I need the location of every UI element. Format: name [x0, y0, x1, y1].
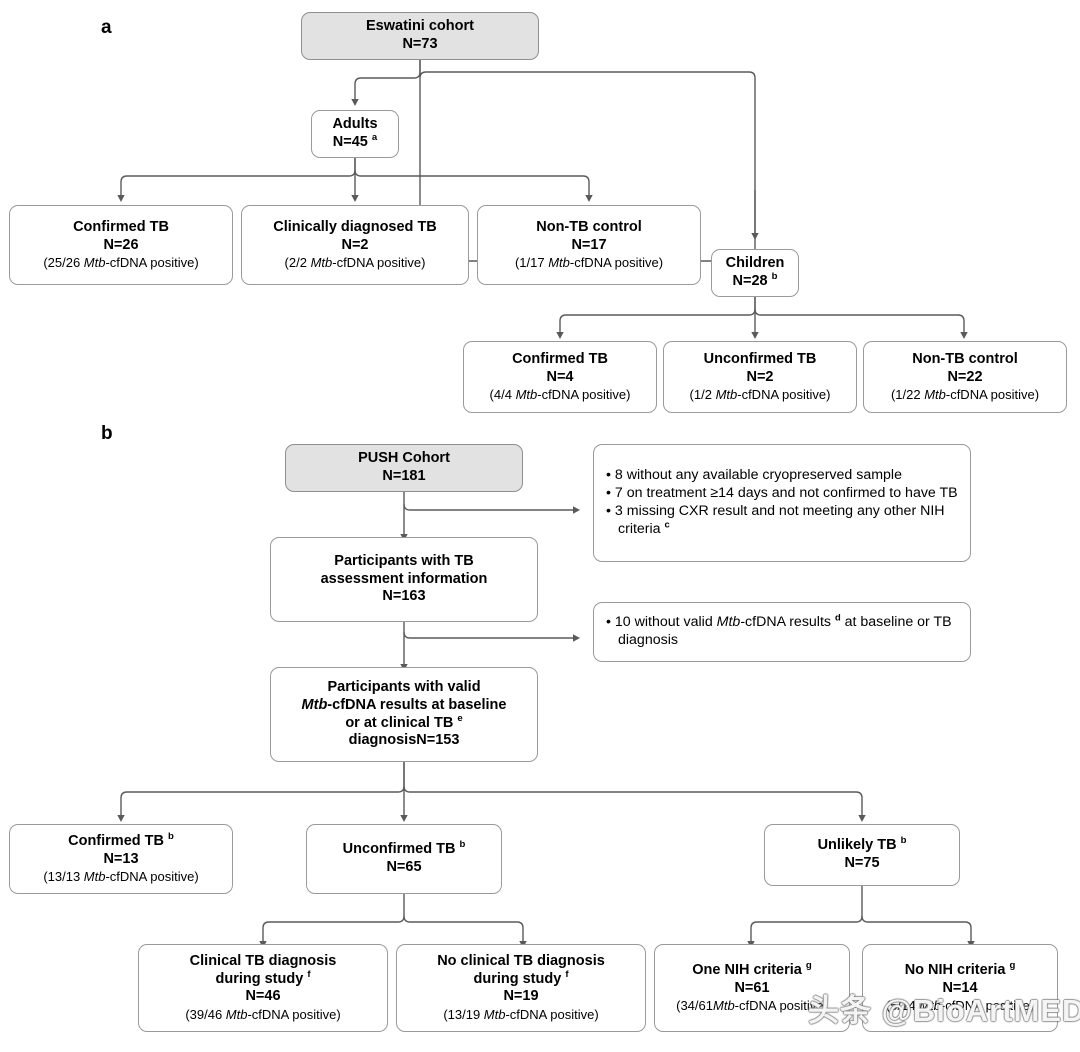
node-no-nih-criteria[interactable]: No NIH criteria g N=14 (5/14 Mtb-cfDNA p…	[862, 944, 1058, 1032]
node-eswatini-cohort[interactable]: Eswatini cohort N=73	[301, 12, 539, 60]
node-participants-tb-assessment[interactable]: Participants with TB assessment informat…	[270, 537, 538, 622]
node-positive-rate: (5/14 Mtb-cfDNA positive)	[885, 998, 1035, 1014]
footnote-marker: g	[805, 960, 812, 972]
node-title: Confirmed TB	[73, 218, 169, 235]
node-title: No NIH criteria g	[904, 960, 1016, 978]
footnote-marker: b	[168, 831, 174, 843]
footnote-marker: b	[771, 271, 778, 283]
node-title-line-1: Participants with TB	[334, 552, 474, 569]
node-title: Clinically diagnosed TB	[273, 218, 437, 235]
node-title-line-1: Participants with valid	[327, 679, 481, 696]
footnote-marker: e	[457, 712, 463, 724]
node-title: One NIH criteria g	[692, 960, 812, 978]
footnote-marker: d	[834, 612, 841, 623]
node-title: Confirmed TB b	[68, 831, 174, 849]
node-positive-rate: (4/4 Mtb-cfDNA positive)	[489, 387, 631, 403]
node-child-unconfirmed-tb[interactable]: Unconfirmed TB N=2 (1/2 Mtb-cfDNA positi…	[663, 341, 857, 413]
node-participants-valid-cfdna[interactable]: Participants with valid Mtb-cfDNA result…	[270, 667, 538, 762]
node-count: N=22	[947, 368, 983, 385]
exclusion-box-2: 10 without valid Mtb-cfDNA results d at …	[593, 602, 971, 662]
panel-label-a: a	[101, 17, 112, 38]
node-adult-confirmed-tb[interactable]: Confirmed TB N=26 (25/26 Mtb-cfDNA posit…	[9, 205, 233, 285]
node-push-cohort[interactable]: PUSH Cohort N=181	[285, 444, 523, 492]
node-no-clinical-tb-diagnosis-during-study[interactable]: No clinical TB diagnosis during study f …	[396, 944, 646, 1032]
node-count: N=45 a	[332, 132, 378, 150]
node-title-line-1: Clinical TB diagnosis	[189, 953, 337, 970]
panel-label-b: b	[101, 423, 113, 444]
node-positive-rate: (1/17 Mtb-cfDNA positive)	[514, 255, 664, 271]
node-count: diagnosisN=153	[348, 732, 460, 749]
node-positive-rate: (13/13 Mtb-cfDNA positive)	[43, 869, 199, 885]
node-title-line-2: during study f	[215, 968, 311, 987]
node-title: Unconfirmed TB b	[342, 839, 466, 858]
node-count: N=26	[103, 236, 139, 253]
exclusion-item: 10 without valid Mtb-cfDNA results d at …	[606, 612, 960, 650]
node-title-line-2: assessment information	[320, 570, 488, 587]
node-title-line-3: or at clinical TB e	[345, 712, 463, 731]
node-title: Unconfirmed TB	[703, 350, 817, 367]
footnote-marker: b	[459, 839, 466, 851]
node-count: N=75	[844, 855, 880, 871]
footnote-marker: g	[1009, 960, 1016, 972]
node-count: N=14	[942, 979, 978, 996]
footnote-marker: a	[371, 132, 378, 144]
node-count: N=13	[103, 850, 139, 867]
node-title-line-1: No clinical TB diagnosis	[437, 953, 605, 970]
node-outcome-unlikely-tb[interactable]: Unlikely TB b N=75	[764, 824, 960, 886]
node-child-non-tb-control[interactable]: Non-TB control N=22 (1/22 Mtb-cfDNA posi…	[863, 341, 1067, 413]
node-title: Non-TB control	[912, 350, 1018, 367]
node-positive-rate: (25/26 Mtb-cfDNA positive)	[43, 255, 199, 271]
node-count: N=17	[571, 236, 607, 253]
node-title: Unlikely TB b	[817, 835, 907, 854]
node-count: N=65	[386, 859, 422, 875]
node-positive-rate: (2/2 Mtb-cfDNA positive)	[284, 255, 426, 271]
footnote-marker: f	[565, 968, 569, 980]
exclusion-item: 3 missing CXR result and not meeting any…	[606, 503, 960, 539]
node-count: N=2	[341, 236, 369, 253]
node-positive-rate: (1/2 Mtb-cfDNA positive)	[689, 387, 831, 403]
node-title: Children	[725, 255, 785, 272]
node-adult-non-tb-control[interactable]: Non-TB control N=17 (1/17 Mtb-cfDNA posi…	[477, 205, 701, 285]
exclusion-item: 7 on treatment ≥14 days and not confirme…	[606, 485, 960, 503]
node-title: Non-TB control	[536, 218, 642, 235]
footnote-marker: c	[664, 519, 670, 530]
node-title-line-2: Mtb-cfDNA results at baseline	[301, 696, 507, 713]
node-title: PUSH Cohort	[358, 450, 450, 467]
node-count: N=2	[746, 368, 774, 385]
node-count: N=28 b	[732, 271, 778, 289]
node-count: N=73	[402, 36, 438, 52]
node-positive-rate: (13/19 Mtb-cfDNA positive)	[443, 1007, 599, 1023]
node-positive-rate: (34/61Mtb-cfDNA positive)	[676, 998, 828, 1014]
node-outcome-unconfirmed-tb[interactable]: Unconfirmed TB b N=65	[306, 824, 502, 894]
node-adult-clinically-diagnosed-tb[interactable]: Clinically diagnosed TB N=2 (2/2 Mtb-cfD…	[241, 205, 469, 285]
footnote-marker: f	[307, 968, 311, 980]
node-title-line-2: during study f	[473, 968, 569, 987]
footnote-marker: b	[900, 835, 907, 847]
node-adults[interactable]: Adults N=45 a	[311, 110, 399, 158]
node-children[interactable]: Children N=28 b	[711, 249, 799, 297]
node-title: Eswatini cohort	[366, 18, 474, 35]
node-count: N=181	[382, 468, 426, 484]
node-count: N=163	[382, 588, 426, 605]
node-count: N=46	[245, 988, 281, 1005]
node-one-nih-criteria[interactable]: One NIH criteria g N=61 (34/61Mtb-cfDNA …	[654, 944, 850, 1032]
node-title: Adults	[332, 116, 378, 133]
node-child-confirmed-tb[interactable]: Confirmed TB N=4 (4/4 Mtb-cfDNA positive…	[463, 341, 657, 413]
node-count: N=19	[503, 988, 539, 1005]
node-title: Confirmed TB	[512, 350, 608, 367]
exclusion-item: 8 without any available cryopreserved sa…	[606, 467, 960, 485]
node-positive-rate: (1/22 Mtb-cfDNA positive)	[890, 387, 1040, 403]
node-count: N=4	[546, 368, 574, 385]
node-positive-rate: (39/46 Mtb-cfDNA positive)	[185, 1007, 341, 1023]
exclusion-box-1: 8 without any available cryopreserved sa…	[593, 444, 971, 562]
node-outcome-confirmed-tb[interactable]: Confirmed TB b N=13 (13/13 Mtb-cfDNA pos…	[9, 824, 233, 894]
node-count: N=61	[734, 979, 770, 996]
node-clinical-tb-diagnosis-during-study[interactable]: Clinical TB diagnosis during study f N=4…	[138, 944, 388, 1032]
